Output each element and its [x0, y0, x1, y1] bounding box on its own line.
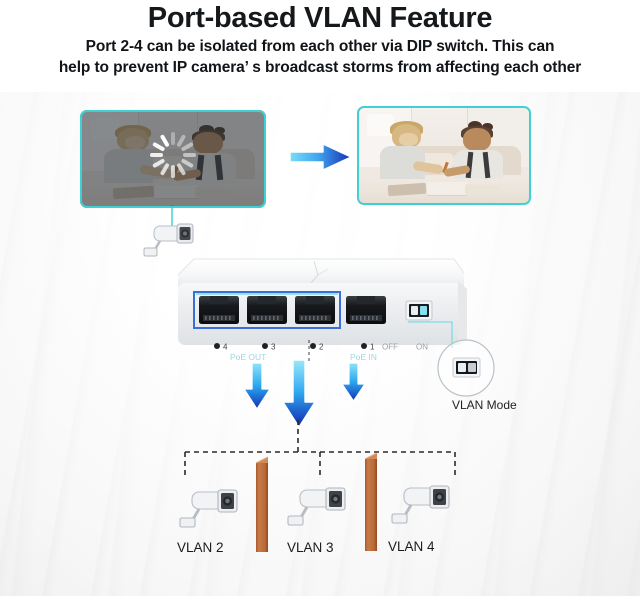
subtitle-line-2: help to prevent IP camera’ s broadcast s…: [58, 59, 582, 76]
poe-in-label: PoE IN: [350, 352, 377, 362]
rj45-port-3: [247, 296, 287, 324]
port-flow-arrow-left-icon: [243, 362, 271, 410]
clear-video-feed: [357, 106, 531, 205]
transition-arrow-right-icon: [289, 143, 352, 171]
vlan-label-3: VLAN 3: [287, 540, 334, 555]
port-flow-arrow-center-icon: [282, 359, 316, 428]
page-subtitle: Port 2-4 can be isolated from each other…: [0, 36, 640, 78]
rj45-port-4: [199, 296, 239, 324]
dip-on-label: ON: [416, 343, 428, 352]
vlan-mode-callout: [408, 321, 495, 397]
port-number-2: 2: [319, 343, 324, 352]
vlan-label-4: VLAN 4: [388, 539, 435, 554]
video-scene-kids-reading-clear: [357, 106, 531, 205]
ip-camera-icon-vlan2: [179, 489, 238, 528]
ip-camera-icon-vlan4: [391, 485, 450, 524]
vlan-port-group-highlight: [193, 291, 341, 329]
dip-off-label: OFF: [382, 343, 398, 352]
isolation-wall-right: [364, 452, 378, 551]
port-number-1: 1: [370, 343, 375, 352]
poe-out-label: PoE OUT: [230, 352, 266, 362]
port-number-3: 3: [271, 343, 276, 352]
page-title: Port-based VLAN Feature: [147, 2, 493, 34]
port-label-row: 4 3 2 1 OFF ON PoE OUT PoE IN: [214, 340, 428, 364]
dip-switch: [405, 300, 433, 321]
buffering-dim-overlay: [80, 110, 266, 208]
loading-spinner-icon: [150, 132, 196, 179]
port-flow-arrow-right-icon: [341, 362, 366, 402]
vlan-label-2: VLAN 2: [177, 540, 224, 555]
ip-camera-icon-source: [143, 223, 194, 257]
isolation-wall-left: [255, 456, 269, 552]
subtitle-line-1: Port 2-4 can be isolated from each other…: [85, 38, 555, 55]
ip-camera-icon-vlan3: [287, 487, 346, 526]
vlan-mode-label: VLAN Mode: [452, 398, 517, 412]
header-backdrop: [0, 0, 640, 92]
rj45-port-2: [295, 296, 335, 324]
port-number-4: 4: [223, 343, 228, 352]
vlan-distribution-tree: [184, 420, 456, 476]
buffering-video-feed: [80, 110, 266, 208]
rj45-port-1: [346, 296, 386, 324]
poe-switch: [177, 258, 467, 345]
